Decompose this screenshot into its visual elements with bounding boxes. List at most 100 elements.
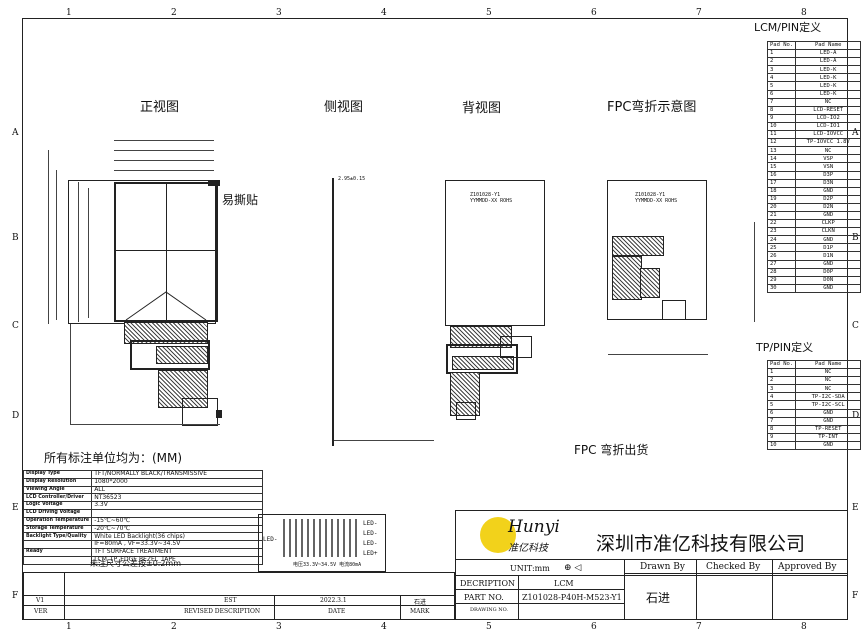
rev-header-mark: MARK (410, 608, 430, 615)
zone-marker-right-C: C (852, 321, 859, 331)
zone-marker-top-7: 7 (696, 8, 702, 18)
logo-mark (480, 517, 516, 553)
lcm-pad-name: VSN (795, 162, 862, 172)
zone-marker-right-F: F (852, 591, 859, 601)
zone-marker-top-1: 1 (66, 8, 72, 18)
drawn-by-name: 石进 (646, 591, 671, 605)
spec-value: -15℃~60℃ (91, 516, 263, 526)
lcm-pad-name: D3P (795, 170, 862, 180)
spec-value: ALL (91, 485, 263, 495)
zone-marker-left-C: C (12, 321, 19, 331)
rev-header-date: DATE (328, 608, 346, 615)
lcm-pad-no: 8 (766, 105, 797, 115)
spec-row: LCD Driving Voltage (22, 508, 263, 518)
lcm-pad-no: 4 (766, 73, 797, 83)
tp-pad-name: NC (795, 368, 862, 378)
front-bend-lines (125, 291, 207, 321)
lcm-pad-name: TP-IOVCC 1.8V (795, 138, 862, 148)
lcm-pad-no: 6 (766, 89, 797, 99)
spec-label: Logic Voltage (22, 501, 93, 510)
zone-marker-left-A: A (12, 128, 19, 138)
spec-value: LCM_TP_EDGE BEZEL_TAPE (91, 555, 263, 565)
approved-by-label: Approved By (778, 562, 837, 572)
lcm-pad-name: D1N (795, 251, 862, 261)
tp-pad-name: NC (795, 376, 862, 386)
fpc-ship-label: FPC 弯折出货 (574, 443, 649, 457)
lcm-pad-no: 11 (766, 130, 797, 140)
zone-marker-bottom-4: 4 (381, 622, 387, 632)
lcm-pad-name: LCD-IO2 (795, 113, 862, 123)
spec-row: Storage Temperature-20℃~70℃ (22, 524, 263, 534)
zone-marker-right-E: E (852, 503, 859, 513)
spec-row: Operation Temperature-15℃~60℃ (22, 516, 263, 526)
spec-label: LCD Driving Voltage (22, 508, 93, 518)
spec-label: Backlight Type/Quality (22, 532, 93, 542)
back-label-1: Z101028-Y1 (470, 192, 501, 198)
logo-text-cn: 准亿科技 (508, 543, 548, 554)
back-fpc-inner (452, 356, 514, 370)
tp-pad-no: 7 (766, 416, 797, 426)
fpc-bend-view-title: FPC弯折示意图 (607, 100, 697, 115)
lcm-pad-name: D0P (795, 267, 862, 277)
back-label-2: YYMMDD-XX ROHS (470, 198, 513, 204)
bend-label-2: YYMMDD-XX ROHS (635, 198, 678, 204)
lcm-pad-no: 5 (766, 81, 797, 91)
front-fpc-connector (182, 398, 218, 426)
zone-marker-top-3: 3 (276, 8, 282, 18)
zone-marker-bottom-3: 3 (276, 622, 282, 632)
lcm-pad-name: NC (795, 97, 862, 107)
lcm-pad-name: LED-K (795, 81, 862, 91)
unit-label: UNIT:mm (510, 564, 550, 573)
spec-label: Display Resolution (22, 477, 93, 487)
zone-marker-top-2: 2 (171, 8, 177, 18)
led-minus-1: LED- (363, 520, 378, 527)
front-fpc-inner (156, 346, 208, 364)
spec-label: LCD Controller/Driver (22, 493, 93, 503)
drawing-label: DRAWING NO. (470, 607, 509, 613)
rev-header-desc: REVISED DESCRIPTION (184, 608, 261, 615)
lcm-pad-name: NC (795, 146, 862, 156)
lcm-pad-no: 9 (766, 113, 797, 123)
bend-fpc-2 (612, 256, 642, 300)
lcm-pad-name: LCD-IO1 (795, 121, 862, 132)
checked-by-label: Checked By (706, 562, 761, 572)
spec-value: -20℃~70℃ (91, 524, 263, 534)
lcm-pad-no: 1 (766, 49, 797, 59)
lcm-pad-no: 26 (766, 251, 797, 261)
lcm-pad-no: 10 (766, 121, 797, 132)
lcm-pad-no: 2 (766, 57, 797, 67)
spec-value: 1080*2000 (91, 477, 263, 487)
rev-mark-v1: 石进 (414, 599, 427, 606)
lcm-pad-no: 16 (766, 170, 797, 180)
front-center-line-v (166, 184, 167, 320)
projection-icon: ⊕ ◁ (564, 563, 582, 573)
back-fpc-body (446, 344, 518, 374)
company-name: 深圳市准亿科技有限公司 (596, 533, 806, 555)
front-fpc-top (124, 322, 208, 344)
lcm-pad-name: D0N (795, 275, 862, 285)
back-outline (445, 180, 545, 326)
back-view-title: 背视图 (462, 101, 502, 116)
tp-pad-name: TP-INT (795, 432, 862, 442)
tp-pad-name: TP-I2C-SDA (795, 392, 862, 402)
tp-pad-name: TP-I2C-SCL (795, 400, 862, 410)
spec-label: Operation Temperature (22, 516, 93, 526)
